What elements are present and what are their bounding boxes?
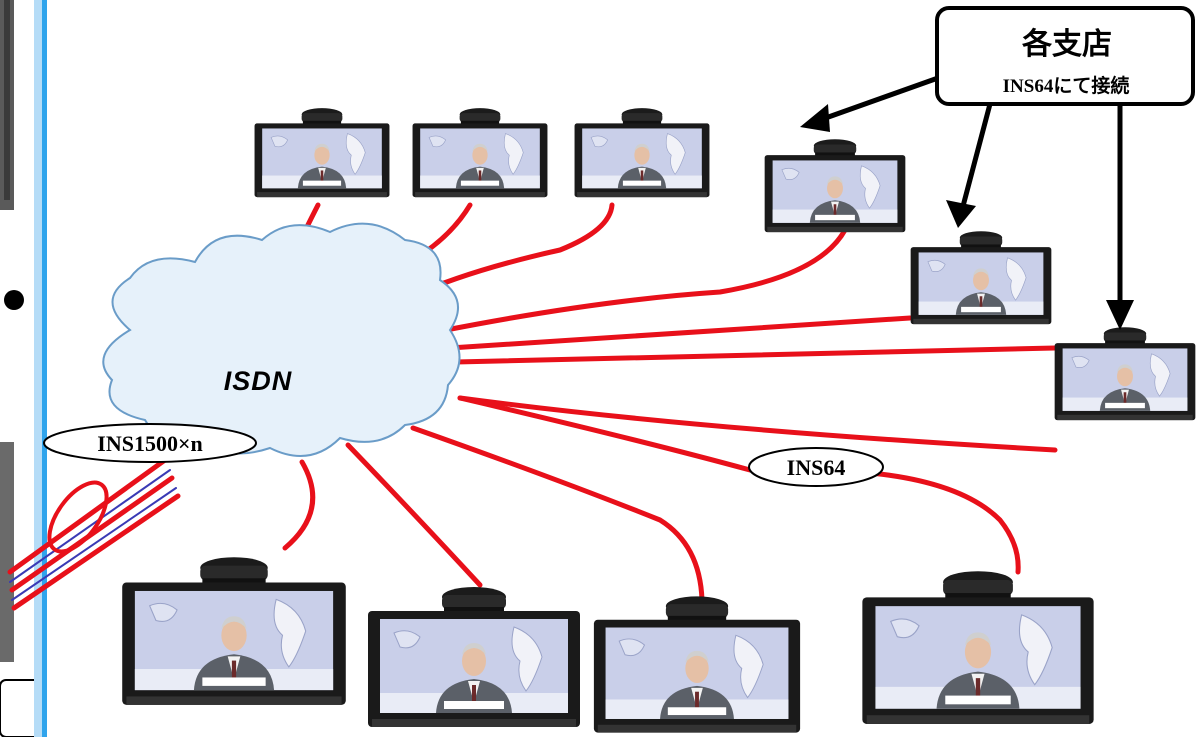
branch-callout: 各支店 INS64にて接続	[935, 6, 1195, 106]
trunk-bundle-ring	[47, 480, 109, 554]
terminal-branch-1	[764, 138, 906, 233]
trunk-lines	[7, 457, 181, 611]
terminal-top-2	[412, 107, 548, 198]
ins64-label: INS64	[748, 447, 884, 487]
terminal-bottom-2	[367, 586, 581, 728]
callout-subtitle: INS64にて接続	[1003, 74, 1130, 97]
link-t10	[410, 425, 705, 603]
arrow-to-branch-1	[819, 75, 939, 123]
callout-title: 各支店	[1021, 27, 1112, 62]
link-t5	[447, 315, 913, 351]
link-t6	[453, 345, 1058, 365]
terminal-bottom-3	[593, 595, 801, 734]
trunk-label-text: INS1500×n	[97, 431, 202, 456]
terminal-top-3	[574, 107, 710, 198]
link-t9	[345, 442, 483, 588]
arrow-to-branch-2	[959, 103, 993, 211]
terminal-top-1	[254, 107, 390, 198]
left-panel	[0, 0, 47, 737]
network-links	[269, 202, 1058, 603]
callout-arrows	[800, 75, 1134, 330]
link-t4	[443, 227, 848, 333]
link-t7	[457, 395, 1058, 453]
link-t-ins64	[457, 395, 753, 473]
terminal-bottom-4	[861, 570, 1095, 725]
ins64-label-text: INS64	[787, 455, 846, 480]
terminal-branch-3	[1054, 326, 1196, 421]
trunk-label: INS1500×n	[43, 423, 257, 463]
terminal-bottom-1	[121, 556, 347, 706]
link-t11	[857, 469, 1021, 575]
isdn-cloud: ISDN	[102, 222, 461, 457]
cloud-label: ISDN	[224, 366, 293, 396]
link-t8	[282, 459, 316, 551]
terminal-branch-2	[910, 230, 1052, 325]
